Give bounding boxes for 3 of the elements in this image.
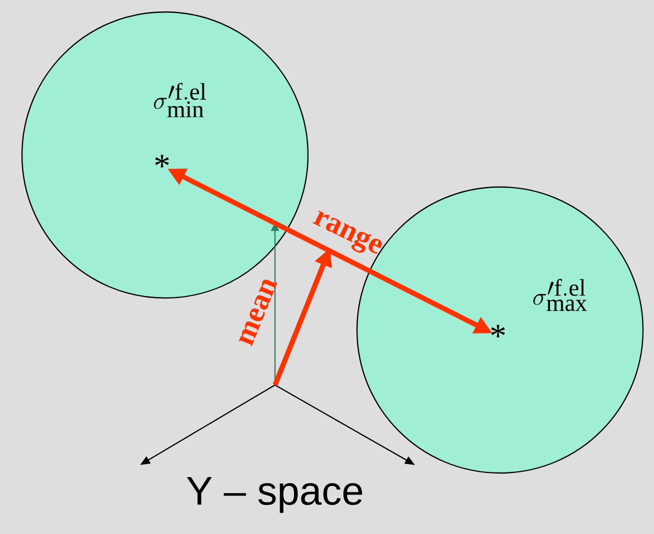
axis-label: Y – space bbox=[186, 477, 362, 513]
asterisk-mark: * bbox=[155, 154, 169, 168]
asterisk-mark: * bbox=[491, 324, 505, 338]
